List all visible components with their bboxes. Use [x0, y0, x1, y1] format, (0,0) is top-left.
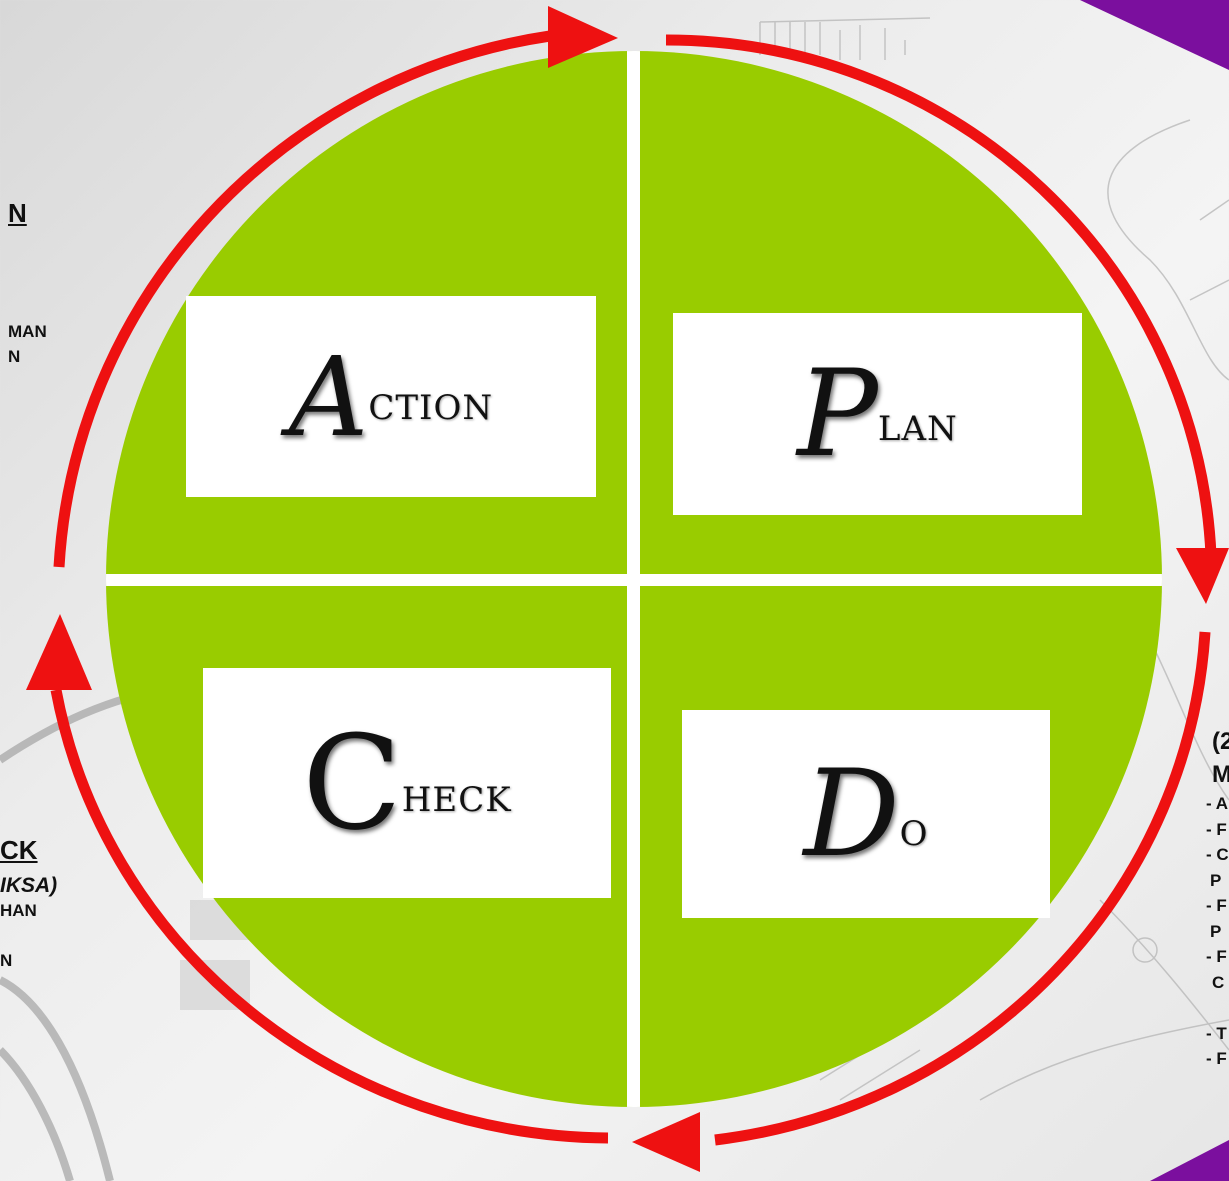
- bottom-right-accent: [1150, 1140, 1229, 1181]
- check-initial: C: [302, 707, 402, 859]
- action-initial: A: [288, 332, 369, 461]
- action-rest: CTION: [368, 387, 494, 428]
- arc-bottom-left: [50, 688, 609, 1144]
- right-line-8: C: [1212, 972, 1225, 992]
- left-lower-line-1: HAN: [0, 901, 37, 920]
- right-line-4: P: [1210, 870, 1222, 890]
- left-upper-line-1: MAN: [8, 322, 47, 341]
- right-text: (2 M - A - F - C P - F P - F C I - T - F: [1206, 725, 1229, 1072]
- right-line-10: - T: [1206, 1023, 1227, 1043]
- left-lower-line-3: N: [0, 951, 13, 970]
- top-right-accent: [1080, 0, 1229, 70]
- right-line-2: - F: [1206, 819, 1227, 839]
- arrow-bottom-icon: [632, 1112, 700, 1172]
- left-upper-heading: N: [8, 198, 27, 228]
- left-upper-line-2: N: [8, 347, 21, 366]
- do-initial: D: [803, 744, 900, 884]
- right-line-5: - F: [1206, 896, 1227, 915]
- plan-rest: LAN: [877, 409, 958, 449]
- arc-top-right: [665, 34, 1217, 556]
- right-line-7: - F: [1206, 947, 1227, 966]
- do-label: D O: [682, 710, 1050, 918]
- do-rest: O: [899, 814, 929, 854]
- right-line-6: P: [1210, 921, 1222, 941]
- right-line-3: - C: [1206, 845, 1229, 864]
- plan-initial: P: [797, 344, 878, 484]
- arc-top-left: [53, 30, 551, 568]
- arrow-top-icon: [548, 6, 618, 68]
- right-line-1: - A: [1206, 794, 1229, 813]
- horizontal-divider: [106, 574, 1162, 586]
- check-label: C HECK: [203, 668, 611, 898]
- check-rest: HECK: [401, 780, 512, 820]
- arrow-right-icon: [1176, 548, 1229, 604]
- plan-label: P LAN: [673, 313, 1082, 515]
- arc-bottom-right: [714, 631, 1211, 1146]
- right-big-line-2: M: [1212, 761, 1229, 788]
- left-lower-heading: CK: [0, 835, 38, 865]
- vertical-divider: [627, 51, 640, 1107]
- left-lower-text: CK IKSA) HAN N: [0, 835, 57, 973]
- left-upper-text: N MAN N: [8, 198, 47, 369]
- left-lower-subheading: IKSA): [0, 874, 58, 897]
- arrow-left-icon: [26, 614, 92, 690]
- right-line-11: - F: [1206, 1049, 1227, 1068]
- right-big-line-1: (2: [1212, 728, 1229, 755]
- action-label: A CTION: [186, 296, 596, 497]
